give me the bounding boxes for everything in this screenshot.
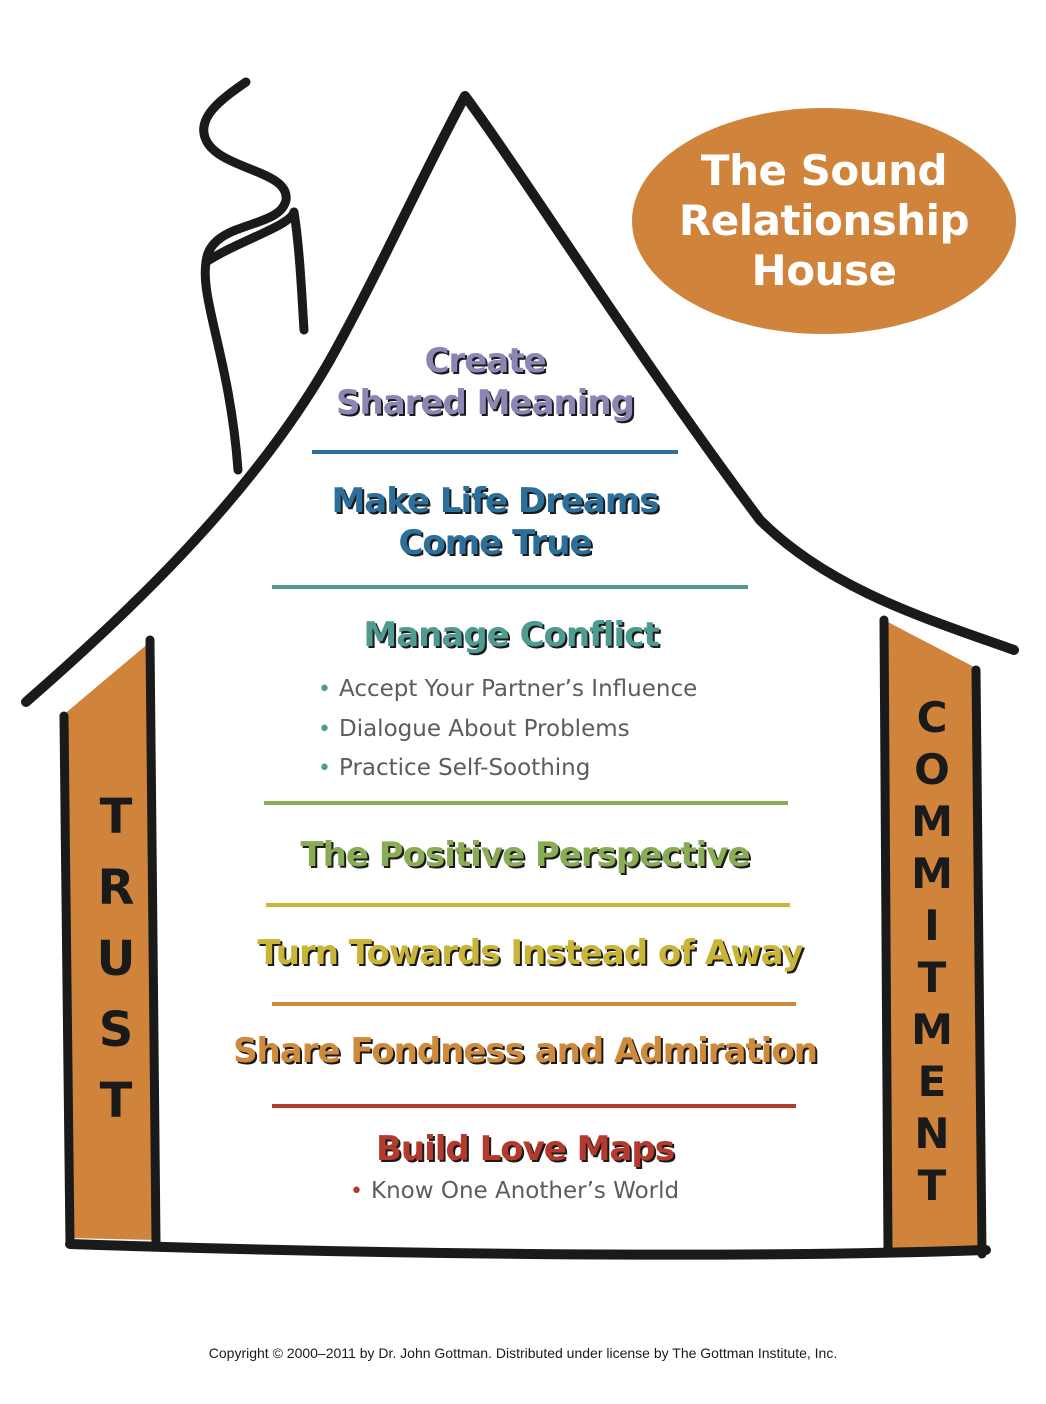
- level-title: Manage Conflict: [363, 615, 659, 655]
- level-title: Shared Meaning: [336, 383, 635, 423]
- level-title: Build Love Maps: [375, 1129, 675, 1169]
- love-maps-bullets: •Know One Another’s World: [350, 1172, 679, 1212]
- left-outer-wall: [59, 711, 75, 1249]
- floor-line: [65, 1239, 991, 1260]
- title-badge: The Sound Relationship House: [632, 108, 1016, 334]
- copyright-notice: Copyright © 2000–2011 by Dr. John Gottma…: [208, 1345, 838, 1361]
- pillar-letter: O: [914, 745, 950, 794]
- level-positive-perspective: The Positive Perspective: [200, 834, 850, 876]
- trust-pillar: [62, 642, 156, 1240]
- level-title: Come True: [398, 523, 592, 563]
- pillar-letter: T: [99, 1073, 133, 1129]
- pillar-letter: T: [99, 789, 133, 845]
- level-title: Make Life Dreams: [331, 481, 659, 521]
- level-life-dreams: Make Life Dreams Come True: [170, 480, 820, 564]
- trust-label: T R U S T: [84, 782, 148, 1137]
- pillar-letter: S: [98, 1002, 134, 1058]
- divider: [272, 1002, 796, 1006]
- pillar-letter: E: [917, 1057, 947, 1106]
- level-title: The Positive Perspective: [300, 835, 750, 875]
- left-wall: [145, 635, 161, 1247]
- title-line: House: [751, 246, 897, 295]
- pillar-letter: C: [916, 693, 948, 742]
- level-shared-meaning: Create Shared Meaning: [160, 340, 810, 424]
- pillar-letter: M: [911, 797, 953, 846]
- level-fondness: Share Fondness and Admiration: [200, 1030, 850, 1072]
- conflict-bullets: •Accept Your Partner’s Influence •Dialog…: [318, 670, 697, 789]
- level-turn-towards: Turn Towards Instead of Away: [205, 932, 855, 974]
- list-item: •Dialogue About Problems: [318, 715, 630, 742]
- commitment-pillar: [884, 620, 980, 1252]
- level-title: Turn Towards Instead of Away: [257, 933, 803, 973]
- pillar-letter: M: [911, 849, 953, 898]
- level-title: Share Fondness and Admiration: [233, 1031, 818, 1071]
- title-line: Relationship: [678, 196, 970, 245]
- list-item: •Practice Self-Soothing: [318, 755, 591, 781]
- right-wall: [879, 615, 893, 1255]
- divider: [272, 585, 748, 589]
- list-item: •Accept Your Partner’s Influence: [318, 676, 698, 702]
- right-outer-wall: [971, 665, 987, 1259]
- level-manage-conflict: Manage Conflict: [186, 614, 836, 656]
- pillar-letter: U: [96, 931, 136, 987]
- level-title: Create: [424, 341, 546, 381]
- pillar-letter: M: [911, 1005, 953, 1054]
- chimney-icon: [199, 77, 291, 475]
- level-love-maps: Build Love Maps: [200, 1128, 850, 1170]
- pillar-letter: I: [924, 901, 940, 950]
- pillar-letter: T: [917, 953, 947, 1002]
- pillar-letter: R: [97, 860, 135, 916]
- divider: [272, 1104, 796, 1108]
- roof-line: [21, 91, 1019, 707]
- divider: [312, 450, 678, 454]
- commitment-label: C O M M I T M E N T: [896, 692, 968, 1212]
- list-item: •Know One Another’s World: [350, 1178, 680, 1204]
- divider: [266, 903, 790, 907]
- divider: [264, 801, 788, 805]
- pillar-letter: T: [917, 1161, 947, 1210]
- title-line: The Sound: [700, 146, 948, 195]
- chimney-shape: [201, 207, 309, 335]
- pillar-letter: N: [914, 1109, 950, 1158]
